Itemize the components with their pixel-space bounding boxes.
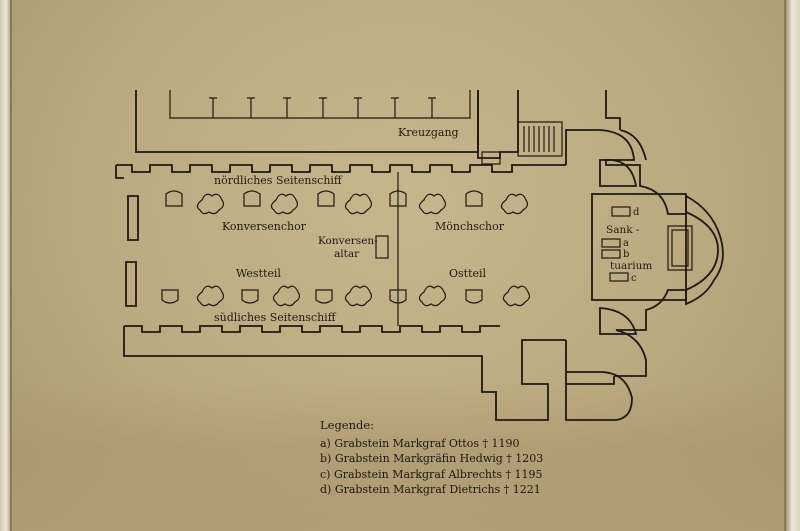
east-outer-wall: [565, 129, 724, 377]
tomb-b: [601, 249, 621, 259]
west-pier-south: [125, 261, 137, 307]
south-aisle-wall: [123, 326, 566, 421]
label-konversenchor: Konversenchor: [222, 220, 307, 233]
label-north-aisle: nördliches Seitenschiff: [214, 174, 343, 187]
cloister-inner-wall: [169, 90, 471, 119]
tomb-c: [609, 272, 629, 282]
cloister: [135, 90, 563, 165]
legend: Legende: a) Grabstein Markgraf Ottos † 1…: [320, 418, 560, 498]
staircase-steps: [523, 126, 555, 152]
label-moenchschor: Mönchschor: [435, 220, 505, 233]
cloister-east-wall: [477, 90, 519, 159]
high-altar: [667, 225, 693, 271]
arcade-piers-south: [161, 285, 531, 307]
frame-right: [786, 0, 800, 531]
label-konversenaltar-1: Konversen-: [318, 235, 378, 247]
label-sanktuarium-1: Sank -: [606, 224, 640, 236]
cloister-buttresses: [209, 97, 436, 118]
label-south-aisle: südliches Seitenschiff: [214, 311, 337, 324]
label-konversenaltar-2: altar: [334, 248, 360, 260]
legend-title: Legende:: [320, 418, 375, 432]
label-mark-a: a: [623, 238, 629, 249]
sanctuary-outline: [591, 193, 687, 301]
cloister-outer-wall: [135, 90, 479, 153]
north-aisle-wall: [116, 164, 566, 173]
label-kreuzgang: Kreuzgang: [398, 126, 459, 139]
northeast-chapel: [605, 90, 647, 161]
label-mark-d: d: [633, 207, 640, 218]
legend-item-a: a) Grabstein Markgraf Ottos † 1190: [320, 436, 520, 450]
plan-labels: Kreuzgang nördliches Seitenschiff südlic…: [214, 126, 652, 324]
label-ostteil: Ostteil: [449, 267, 487, 280]
cloister-door: [481, 151, 501, 165]
legend-item-d: d) Grabstein Markgraf Dietrichs † 1221: [320, 483, 541, 496]
tomb-a: [601, 238, 621, 248]
label-sanktuarium-2: tuarium: [610, 260, 652, 272]
south-aisle-inner-line: [124, 325, 500, 333]
west-pier-north: [127, 195, 139, 241]
frame-left: [0, 0, 10, 531]
label-mark-b: b: [623, 249, 629, 260]
south-chapel-apse: [599, 307, 638, 335]
nave-northwest-corner: [115, 165, 124, 179]
label-westteil: Westteil: [236, 267, 281, 280]
nave: [115, 164, 566, 421]
label-mark-c: c: [631, 273, 637, 284]
southeast-chapels: [565, 340, 633, 421]
main-apse: [685, 211, 719, 291]
north-chapel-apse: [599, 159, 638, 187]
arcade-piers-north: [165, 190, 529, 215]
tomb-d: [611, 206, 631, 217]
staircase: [517, 121, 563, 157]
water-stain: [12, 380, 784, 531]
konversenaltar-block: [375, 235, 389, 259]
east-end: [565, 90, 724, 421]
legend-item-c: c) Grabstein Markgraf Albrechts † 1195: [320, 467, 543, 481]
legend-item-b: b) Grabstein Markgräfin Hedwig † 1203: [320, 452, 544, 465]
